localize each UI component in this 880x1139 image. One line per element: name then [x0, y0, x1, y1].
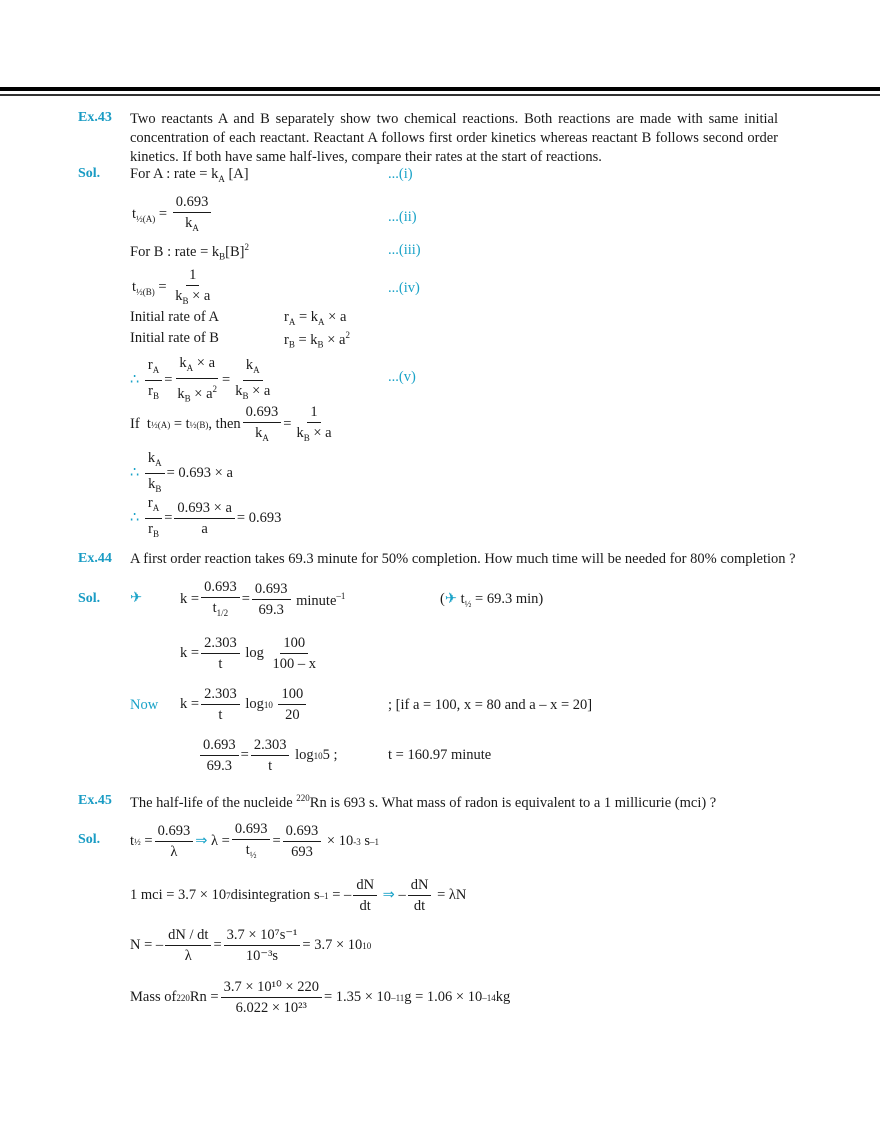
header-thin-rule	[0, 94, 880, 96]
arrow-icon: ✈	[130, 590, 143, 606]
rate-A-equation: For A : rate = kA [A]	[130, 166, 249, 184]
example-43-label: Ex.43	[78, 110, 112, 125]
eq-ref-iii: ...(iii)	[388, 242, 421, 258]
solution-44-label: Sol.	[78, 591, 101, 606]
eq-ref-ii: ...(ii)	[388, 209, 417, 225]
initial-rate-A-label: Initial rate of A	[130, 309, 219, 325]
example-45-question: The half-life of the nucleide 220Rn is 6…	[130, 793, 717, 811]
eq-ref-iv: ...(iv)	[388, 280, 420, 296]
solution-43-label: Sol.	[78, 166, 101, 181]
initial-rate-B-label: Initial rate of B	[130, 330, 219, 346]
eq-ref-i: ...(i)	[388, 166, 413, 182]
example-43-question: Two reactants A and B separately show tw…	[130, 111, 778, 165]
rate-B-equation: For B : rate = kB[B]2	[130, 242, 249, 262]
eq-ref-v: ...(v)	[388, 369, 416, 385]
given-half-life-note: (✈ t½ = 69.3 min)	[440, 591, 544, 609]
solution-45-label: Sol.	[78, 832, 101, 847]
initial-rate-A-eq: rA = kA × a	[284, 309, 347, 327]
initial-rate-B-eq: rB = kB × a2	[284, 330, 350, 350]
example-44-label: Ex.44	[78, 551, 112, 566]
substitution-condition: ; [if a = 100, x = 80 and a – x = 20]	[388, 697, 593, 713]
example-44-question: A first order reaction takes 69.3 minute…	[130, 551, 796, 567]
example-45-label: Ex.45	[78, 793, 112, 808]
header-thick-rule	[0, 87, 880, 91]
now-label: Now	[130, 697, 159, 713]
answer-time: t = 160.97 minute	[388, 747, 492, 763]
